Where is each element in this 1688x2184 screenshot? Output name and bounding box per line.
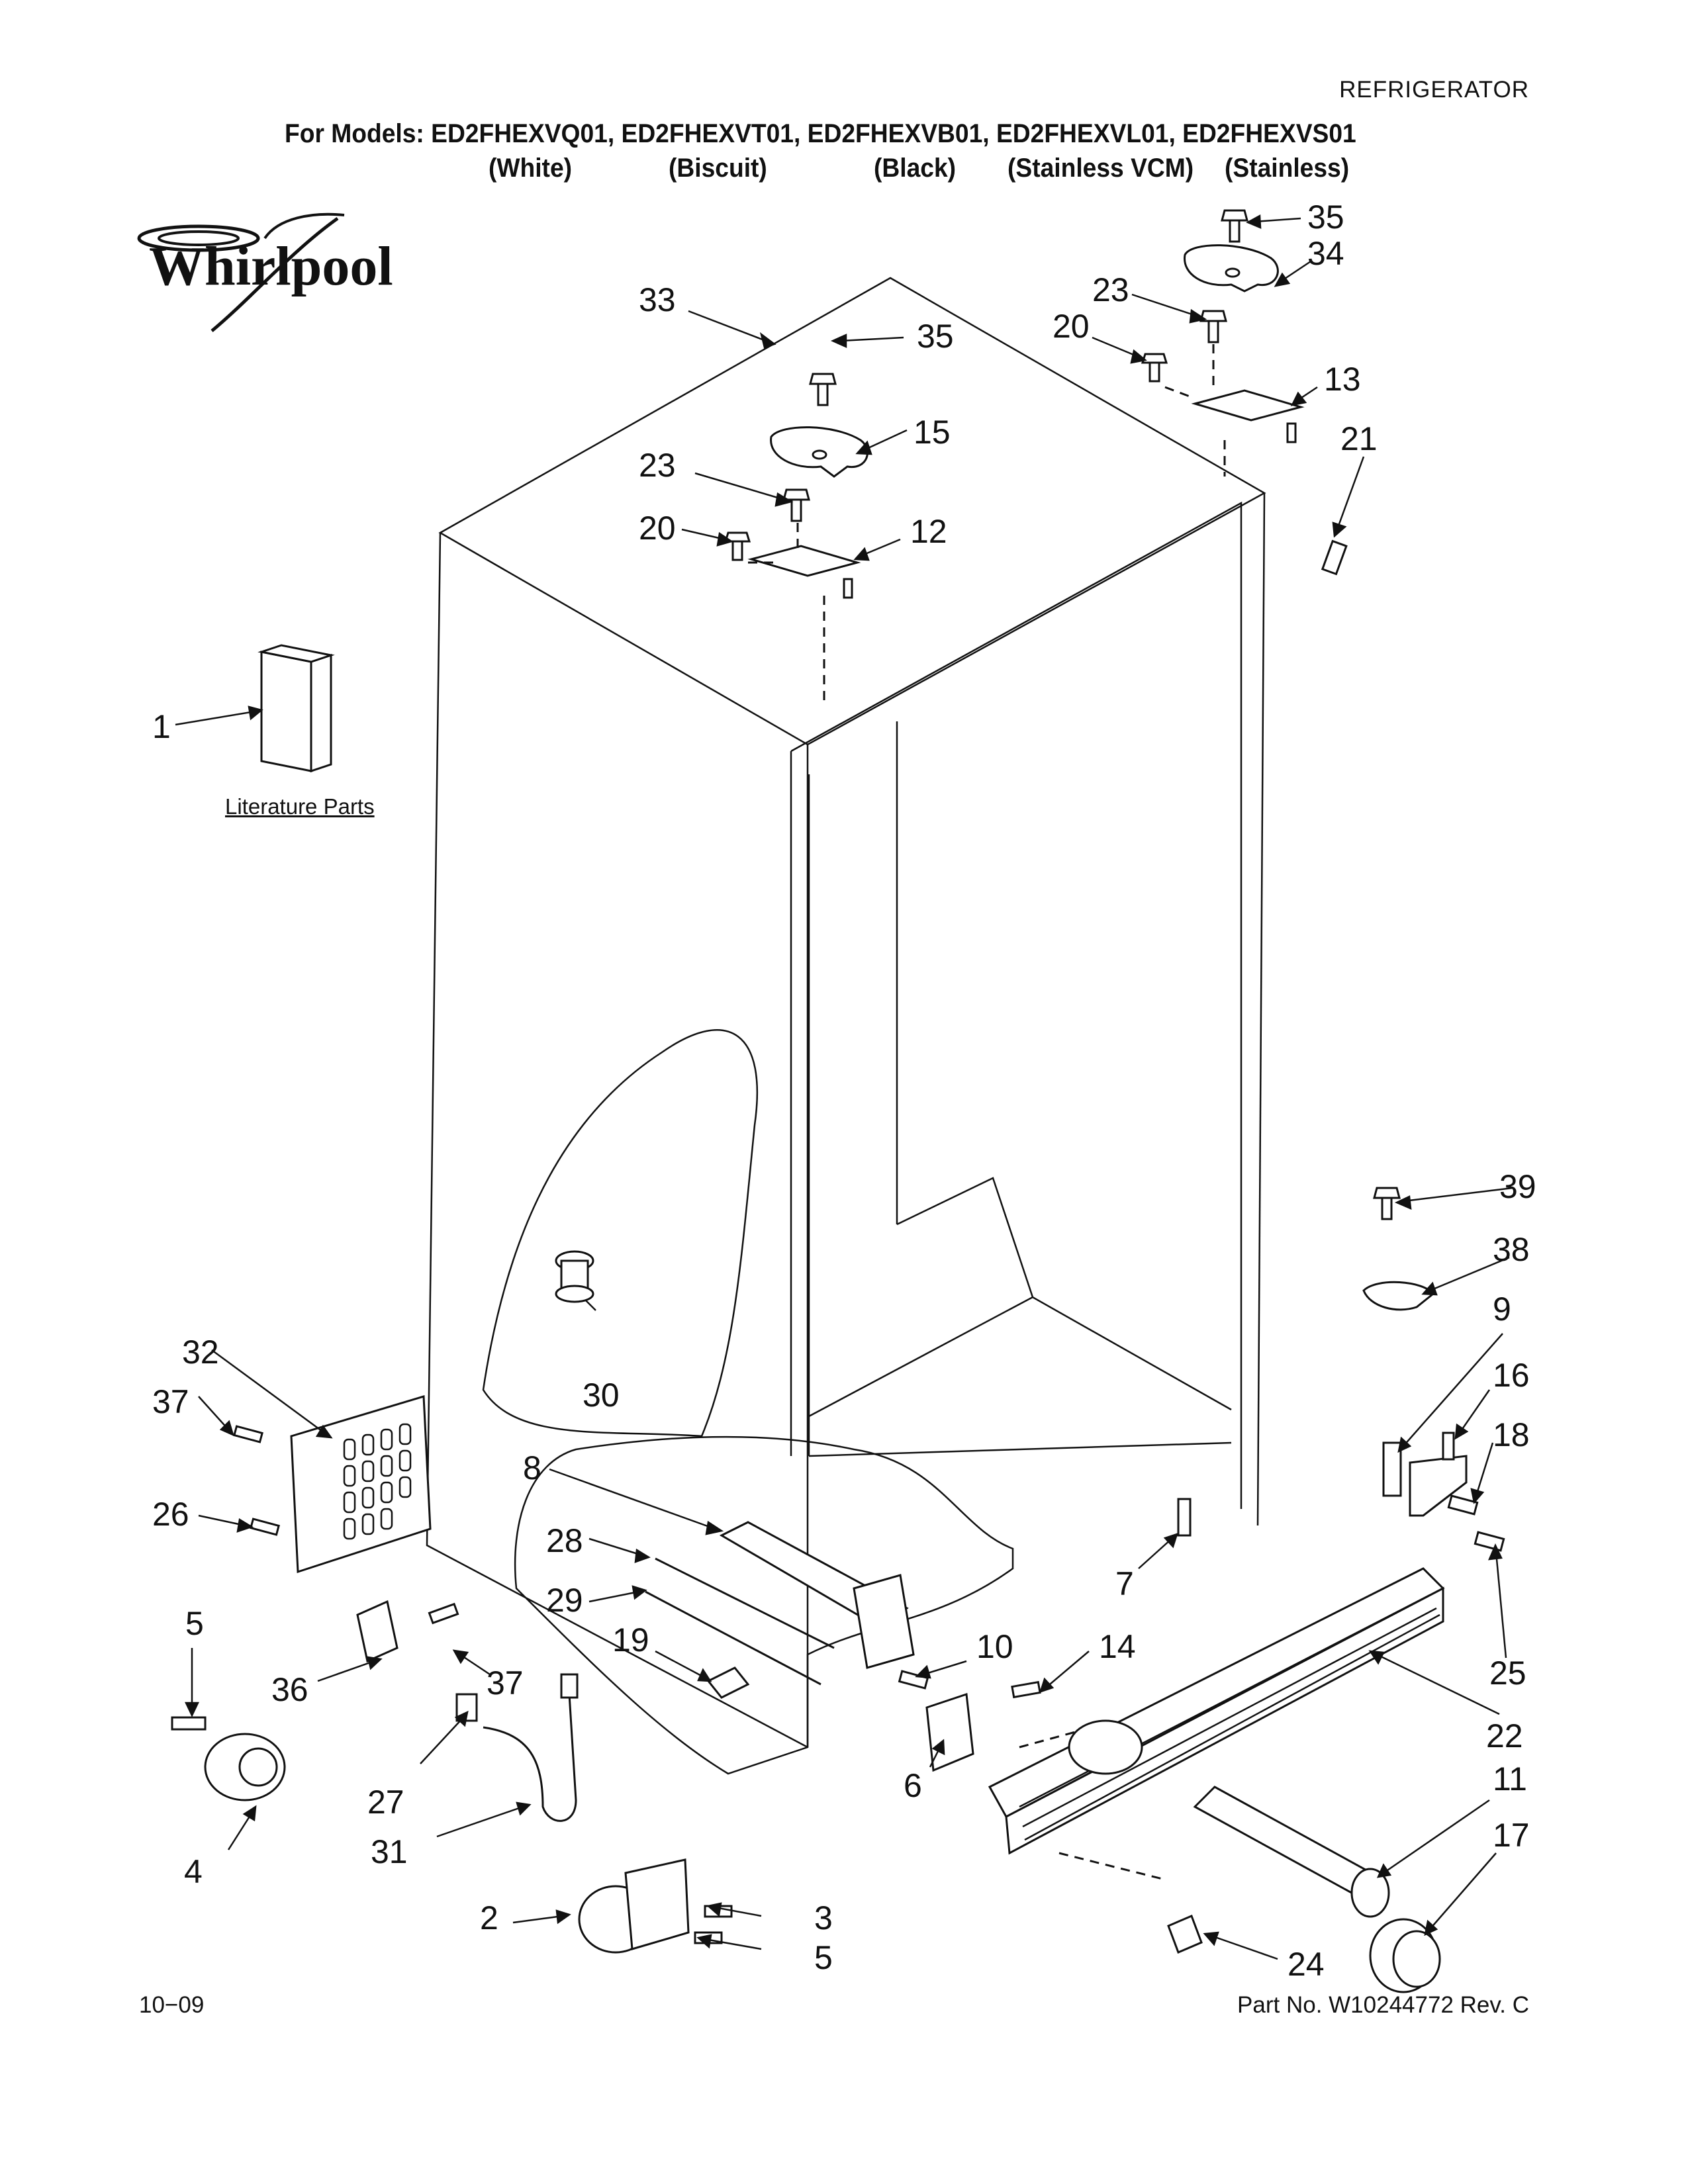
- screw-25: [1474, 1531, 1505, 1552]
- hinge-cap-15: [770, 426, 868, 478]
- callout-25: 25: [1489, 1655, 1526, 1692]
- callout-2: 2: [480, 1899, 498, 1936]
- footer-part-number: Part No. W10244772 Rev. C: [1237, 1992, 1529, 2018]
- whirlpool-logo: Whirlpool: [137, 212, 393, 332]
- hinge-12: [747, 545, 861, 599]
- callout-4: 4: [184, 1853, 203, 1890]
- callout-19: 19: [612, 1621, 649, 1659]
- clip-38: [1362, 1281, 1435, 1311]
- callout-35-right: 35: [1307, 199, 1344, 236]
- hinge-13: [1191, 389, 1305, 443]
- screw-35-right: [1221, 209, 1248, 243]
- tube-28: [655, 1557, 835, 1649]
- callout-34: 34: [1307, 235, 1344, 272]
- callout-17: 17: [1493, 1817, 1530, 1854]
- screw-14: [1011, 1680, 1041, 1699]
- callout-16: 16: [1493, 1357, 1530, 1394]
- models-line: For Models: ED2FHEXVQ01, ED2FHEXVT01, ED…: [285, 119, 1356, 148]
- callout-37-right: 37: [487, 1664, 524, 1702]
- callout-3: 3: [814, 1899, 833, 1936]
- screw-39: [1373, 1187, 1401, 1220]
- screw-20-right: [1141, 353, 1168, 383]
- fitting: [560, 1673, 579, 1699]
- screw-23-right: [1199, 310, 1227, 343]
- screw-10: [898, 1670, 929, 1690]
- water-valve-8: [719, 1521, 915, 1669]
- screw-37-right: [428, 1602, 459, 1625]
- callout-26: 26: [152, 1496, 189, 1533]
- callout-35-left: 35: [917, 318, 954, 355]
- leader-lines: [175, 214, 1513, 1960]
- hinge-cap-34: [1184, 244, 1279, 293]
- cutaway-drain-area: [482, 1029, 758, 1437]
- callout-8: 8: [523, 1449, 541, 1486]
- callout-20-right: 20: [1053, 308, 1090, 345]
- callout-31: 31: [371, 1833, 408, 1870]
- filter-cap-17: [1369, 1918, 1441, 1993]
- callout-7: 7: [1115, 1565, 1134, 1602]
- svg-text:Whirlpool: Whirlpool: [149, 236, 393, 297]
- screw-18: [1447, 1494, 1479, 1516]
- hinge-4: [171, 1716, 286, 1801]
- screw-20-left: [724, 531, 751, 561]
- footer-date: 10−09: [139, 1992, 205, 2018]
- clip-19: [706, 1666, 750, 1699]
- callout-29: 29: [546, 1582, 583, 1619]
- drain-grommet: [555, 1250, 594, 1303]
- callout-18: 18: [1493, 1416, 1530, 1453]
- model-color-stainless-vcm: (Stainless VCM): [1008, 154, 1194, 183]
- callout-28: 28: [546, 1522, 583, 1559]
- tube-29: [645, 1590, 821, 1686]
- callout-1: 1: [152, 708, 171, 745]
- water-tube-31: [483, 1694, 577, 1822]
- model-color-black: (Black): [874, 154, 957, 183]
- callout-37-left: 37: [152, 1383, 189, 1420]
- callout-14: 14: [1099, 1628, 1136, 1665]
- callout-30: 30: [583, 1377, 620, 1414]
- callout-labels: 1 2 3 4 5 5 6 7 8 9 10 11 12 13 14 15 16…: [152, 199, 1536, 1983]
- callout-10: 10: [976, 1628, 1013, 1665]
- callout-24: 24: [1288, 1946, 1325, 1983]
- callout-12: 12: [910, 513, 947, 550]
- callout-23-right: 23: [1092, 271, 1129, 308]
- callout-6: 6: [904, 1767, 922, 1804]
- callout-21: 21: [1340, 420, 1378, 457]
- screw-23-left: [782, 488, 810, 522]
- cutaway-water-valve-area: [514, 1435, 1014, 1775]
- callout-5-left: 5: [185, 1605, 204, 1642]
- screw-26: [250, 1518, 280, 1536]
- screw-35-left: [809, 373, 837, 406]
- button-24: [1167, 1915, 1203, 1954]
- grille-32: [290, 1395, 432, 1574]
- model-color-white: (White): [489, 154, 573, 183]
- callout-38: 38: [1493, 1231, 1530, 1268]
- plug-21: [1321, 539, 1348, 576]
- callout-23-left: 23: [639, 447, 676, 484]
- bracket-7: [1177, 1498, 1192, 1537]
- diagram-category: REFRIGERATOR: [1339, 77, 1529, 103]
- model-color-biscuit: (Biscuit): [669, 154, 767, 183]
- literature-parts-label: Literature Parts: [225, 794, 375, 819]
- callout-15: 15: [914, 414, 951, 451]
- callout-11: 11: [1493, 1760, 1527, 1797]
- clip-36: [356, 1600, 399, 1663]
- screw-37-left: [233, 1425, 263, 1443]
- model-color-stainless: (Stainless): [1225, 154, 1350, 183]
- hinge-pin-16: [1409, 1432, 1468, 1517]
- callout-32: 32: [182, 1334, 219, 1371]
- callout-36: 36: [271, 1671, 308, 1708]
- callout-20-left: 20: [639, 510, 676, 547]
- callout-13: 13: [1324, 361, 1361, 398]
- water-filter-11: [1193, 1786, 1390, 1918]
- callout-5-right: 5: [814, 1939, 833, 1976]
- callout-27: 27: [367, 1784, 404, 1821]
- callout-33: 33: [639, 281, 676, 318]
- callout-9: 9: [1493, 1291, 1511, 1328]
- literature-book: [258, 644, 335, 773]
- callout-22: 22: [1486, 1717, 1523, 1754]
- callout-39: 39: [1499, 1168, 1536, 1205]
